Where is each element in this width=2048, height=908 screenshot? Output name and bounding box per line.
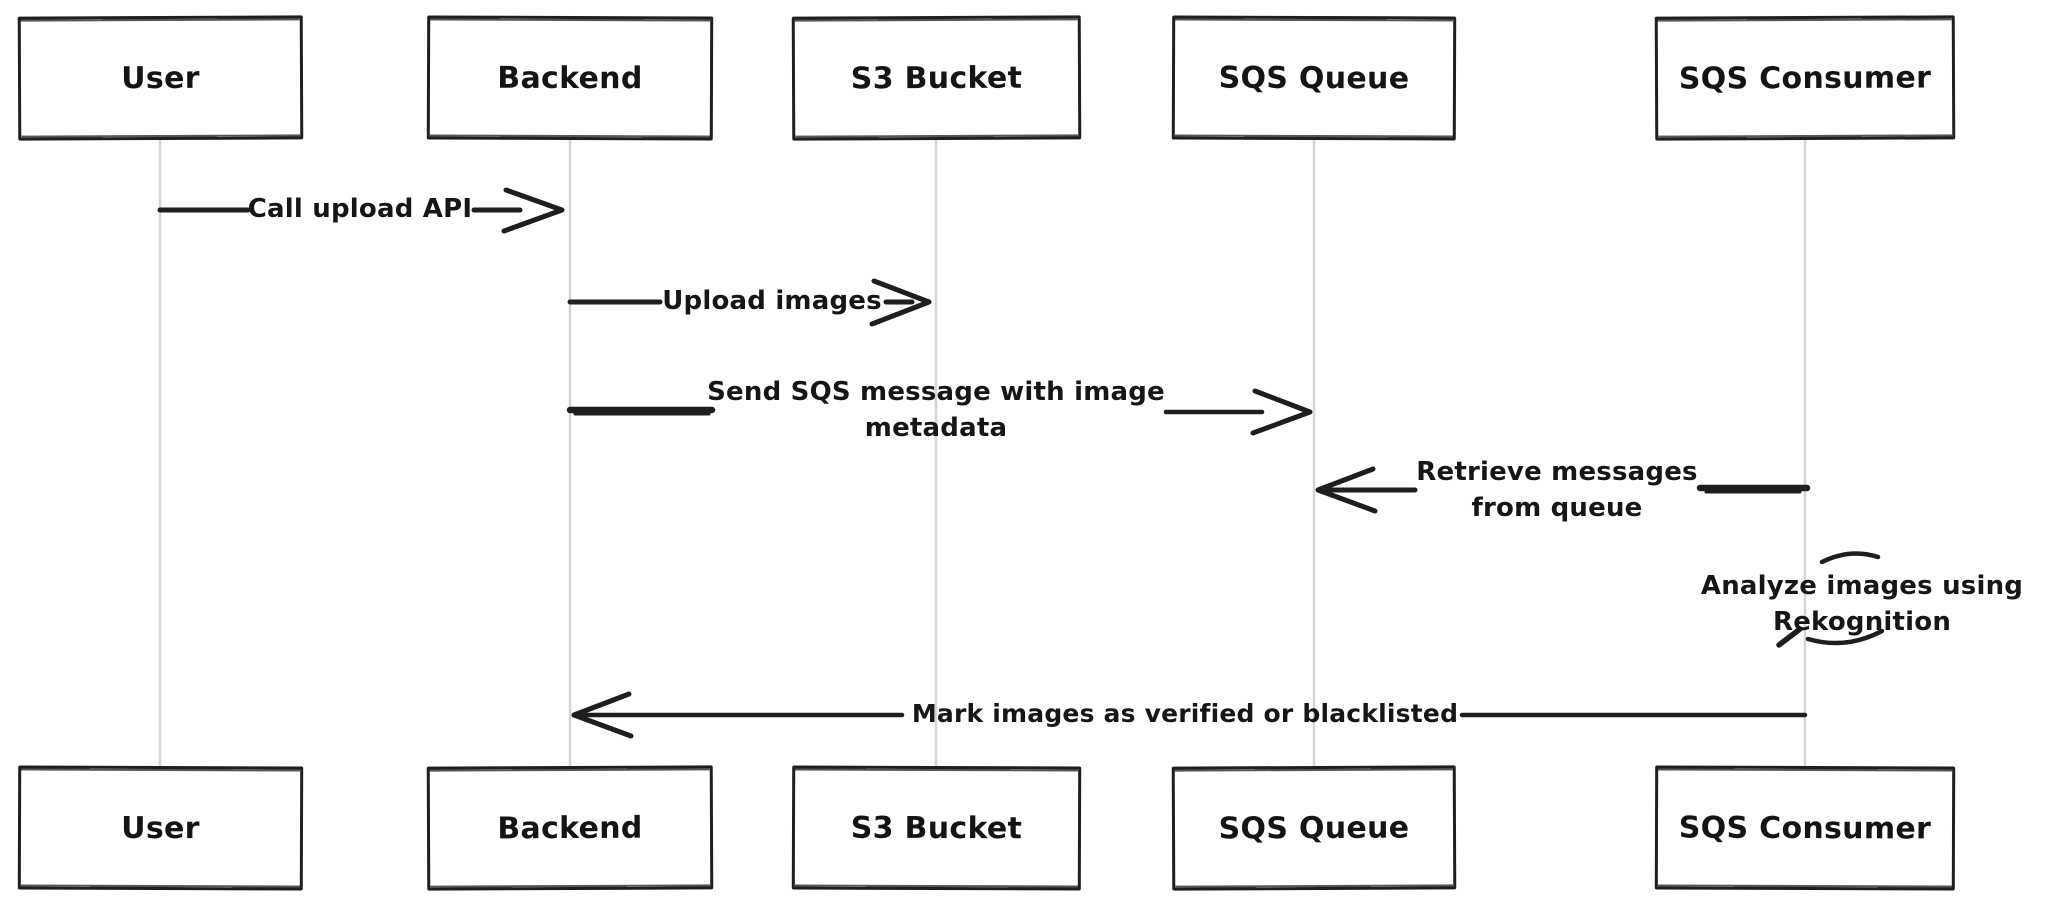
actor-label: SQS Consumer <box>1678 810 1932 846</box>
actor-box-backend-top: Backend <box>426 15 714 141</box>
message-arrow-mark-images <box>571 691 1808 739</box>
message-label-upload-images: Upload images <box>662 286 882 316</box>
message-label-mark-images: Mark images as verified or blacklisted <box>911 699 1459 728</box>
actor-label: Backend <box>497 810 643 846</box>
actor-box-sqs-consumer-top: SQS Consumer <box>1654 15 1956 141</box>
actor-box-backend-bottom: Backend <box>426 765 714 891</box>
message-label-analyze-images: Analyze images using Rekognition <box>1700 571 2024 637</box>
actor-box-user-bottom: User <box>17 765 304 891</box>
actor-box-sqs-queue-bottom: SQS Queue <box>1171 765 1457 891</box>
self-loop-arc-bottom <box>1805 628 1885 646</box>
message-arrow-send-sqs-message <box>566 388 1313 436</box>
actor-label: SQS Queue <box>1218 60 1410 96</box>
actor-box-sqs-queue-top: SQS Queue <box>1171 15 1457 141</box>
actor-label: User <box>121 60 200 96</box>
arrowhead-right-icon <box>869 278 932 327</box>
actor-label: S3 Bucket <box>850 810 1023 846</box>
actor-label: SQS Consumer <box>1678 59 1932 97</box>
actor-box-s3-bucket-top: S3 Bucket <box>791 15 1082 141</box>
actor-box-sqs-consumer-bottom: SQS Consumer <box>1654 765 1956 891</box>
message-label-retrieve-messages: Retrieve messages from queue <box>1416 457 1698 523</box>
arrowhead-self-icon <box>1776 626 1803 648</box>
self-message-loop-analyze-images <box>1776 551 1885 648</box>
arrowhead-right-icon <box>501 187 565 234</box>
message-arrow-upload-images <box>567 278 932 327</box>
actor-box-s3-bucket-bottom: S3 Bucket <box>791 765 1082 891</box>
actor-label: User <box>121 810 200 846</box>
actor-label: SQS Queue <box>1218 810 1410 846</box>
self-loop-arc-top <box>1819 551 1881 565</box>
actor-label: Backend <box>497 60 643 96</box>
message-arrow-retrieve-messages <box>1315 466 1811 514</box>
actor-label: S3 Bucket <box>850 60 1023 96</box>
message-label-send-sqs-message: Send SQS message with image metadata <box>707 377 1165 443</box>
message-label-call-upload-api: Call upload API <box>247 194 473 224</box>
actor-box-user-top: User <box>17 15 304 141</box>
arrowhead-right-icon <box>1250 388 1313 436</box>
message-arrow-call-upload-api <box>157 187 565 234</box>
